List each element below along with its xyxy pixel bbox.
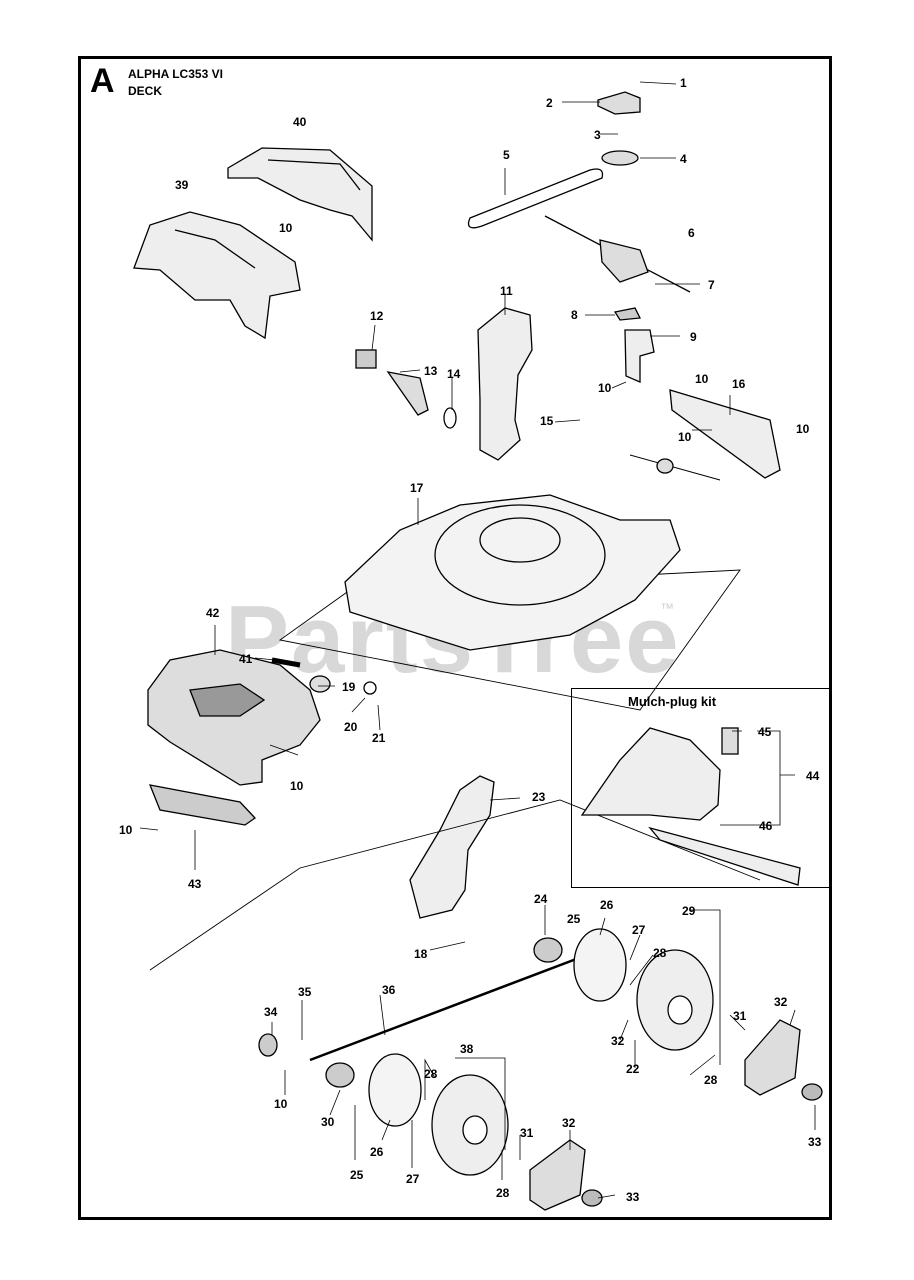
callout-16: 16 xyxy=(732,377,746,391)
callout-2: 2 xyxy=(546,96,553,110)
callout-19: 19 xyxy=(342,680,356,694)
callout-36: 36 xyxy=(382,983,396,997)
callout-39: 39 xyxy=(175,178,189,192)
model-title: ALPHA LC353 VI xyxy=(128,67,223,81)
callout-27: 27 xyxy=(406,1172,420,1186)
callout-24: 24 xyxy=(534,892,548,906)
callout-6: 6 xyxy=(688,226,695,240)
callout-13: 13 xyxy=(424,364,438,378)
callout-18: 18 xyxy=(414,947,428,961)
callout-46: 46 xyxy=(759,819,773,833)
watermark-trademark: ™ xyxy=(660,600,674,616)
callout-10: 10 xyxy=(695,372,709,386)
callout-38: 38 xyxy=(460,1042,474,1056)
top-cover-part xyxy=(133,211,301,340)
callout-41: 41 xyxy=(239,652,253,666)
deck-part xyxy=(344,494,681,651)
front-guard-part xyxy=(148,784,256,826)
bracket-plate-part xyxy=(597,91,641,115)
callout-26: 26 xyxy=(370,1145,384,1159)
callout-10: 10 xyxy=(598,381,612,395)
callout-31: 31 xyxy=(733,1009,747,1023)
mulch-plug-kit-box xyxy=(571,688,832,888)
assembly-title: DECK xyxy=(128,84,163,98)
callout-32: 32 xyxy=(611,1034,625,1048)
callout-30: 30 xyxy=(321,1115,335,1129)
callout-28: 28 xyxy=(653,946,667,960)
callout-4: 4 xyxy=(680,152,687,166)
callout-22: 22 xyxy=(626,1062,640,1076)
callout-34: 34 xyxy=(264,1005,278,1019)
callout-3: 3 xyxy=(594,128,601,142)
callout-11: 11 xyxy=(500,284,513,298)
rear-bracket-part xyxy=(669,389,781,479)
callout-25: 25 xyxy=(567,912,581,926)
callout-10: 10 xyxy=(290,779,304,793)
callout-17: 17 xyxy=(410,481,424,495)
drive-belt-part xyxy=(467,168,604,229)
handle-bracket-2-part xyxy=(409,775,495,919)
callout-7: 7 xyxy=(708,278,715,292)
callout-23: 23 xyxy=(532,790,546,804)
callout-15: 15 xyxy=(540,414,554,428)
mulch-plug-kit-title: Mulch-plug kit xyxy=(628,694,717,709)
callout-9: 9 xyxy=(690,330,697,344)
callout-33: 33 xyxy=(626,1190,640,1204)
callout-33: 33 xyxy=(808,1135,822,1149)
pulley-part xyxy=(601,150,639,166)
section-letter: A xyxy=(90,62,115,100)
blade-part xyxy=(648,826,801,886)
callout-10: 10 xyxy=(119,823,133,837)
callout-28: 28 xyxy=(496,1186,510,1200)
callout-32: 32 xyxy=(562,1116,576,1130)
callout-28: 28 xyxy=(704,1073,718,1087)
mulch-plug-part xyxy=(580,727,721,821)
callout-44: 44 xyxy=(806,769,820,783)
callout-27: 27 xyxy=(632,923,646,937)
callout-32: 32 xyxy=(774,995,788,1009)
callout-20: 20 xyxy=(344,720,358,734)
callout-45: 45 xyxy=(758,725,772,739)
callout-25: 25 xyxy=(350,1168,364,1182)
callout-26: 26 xyxy=(600,898,614,912)
callout-31: 31 xyxy=(520,1126,534,1140)
callout-10: 10 xyxy=(279,221,293,235)
callout-28: 28 xyxy=(424,1067,438,1081)
callout-42: 42 xyxy=(206,606,220,620)
diagram-frame xyxy=(78,56,832,1220)
callout-10: 10 xyxy=(274,1097,288,1111)
handle-bracket-part xyxy=(477,307,533,461)
callout-12: 12 xyxy=(370,309,384,323)
rear-cover-part xyxy=(227,147,373,242)
callout-43: 43 xyxy=(188,877,202,891)
callout-8: 8 xyxy=(571,308,578,322)
callout-29: 29 xyxy=(682,904,696,918)
callout-5: 5 xyxy=(503,148,510,162)
callout-10: 10 xyxy=(796,422,810,436)
callout-14: 14 xyxy=(447,367,461,381)
axle-part xyxy=(309,948,601,1062)
callout-1: 1 xyxy=(680,76,687,90)
callout-35: 35 xyxy=(298,985,312,999)
callout-21: 21 xyxy=(372,731,386,745)
callout-10: 10 xyxy=(678,430,692,444)
callout-40: 40 xyxy=(293,115,307,129)
front-cover-part xyxy=(147,649,321,786)
